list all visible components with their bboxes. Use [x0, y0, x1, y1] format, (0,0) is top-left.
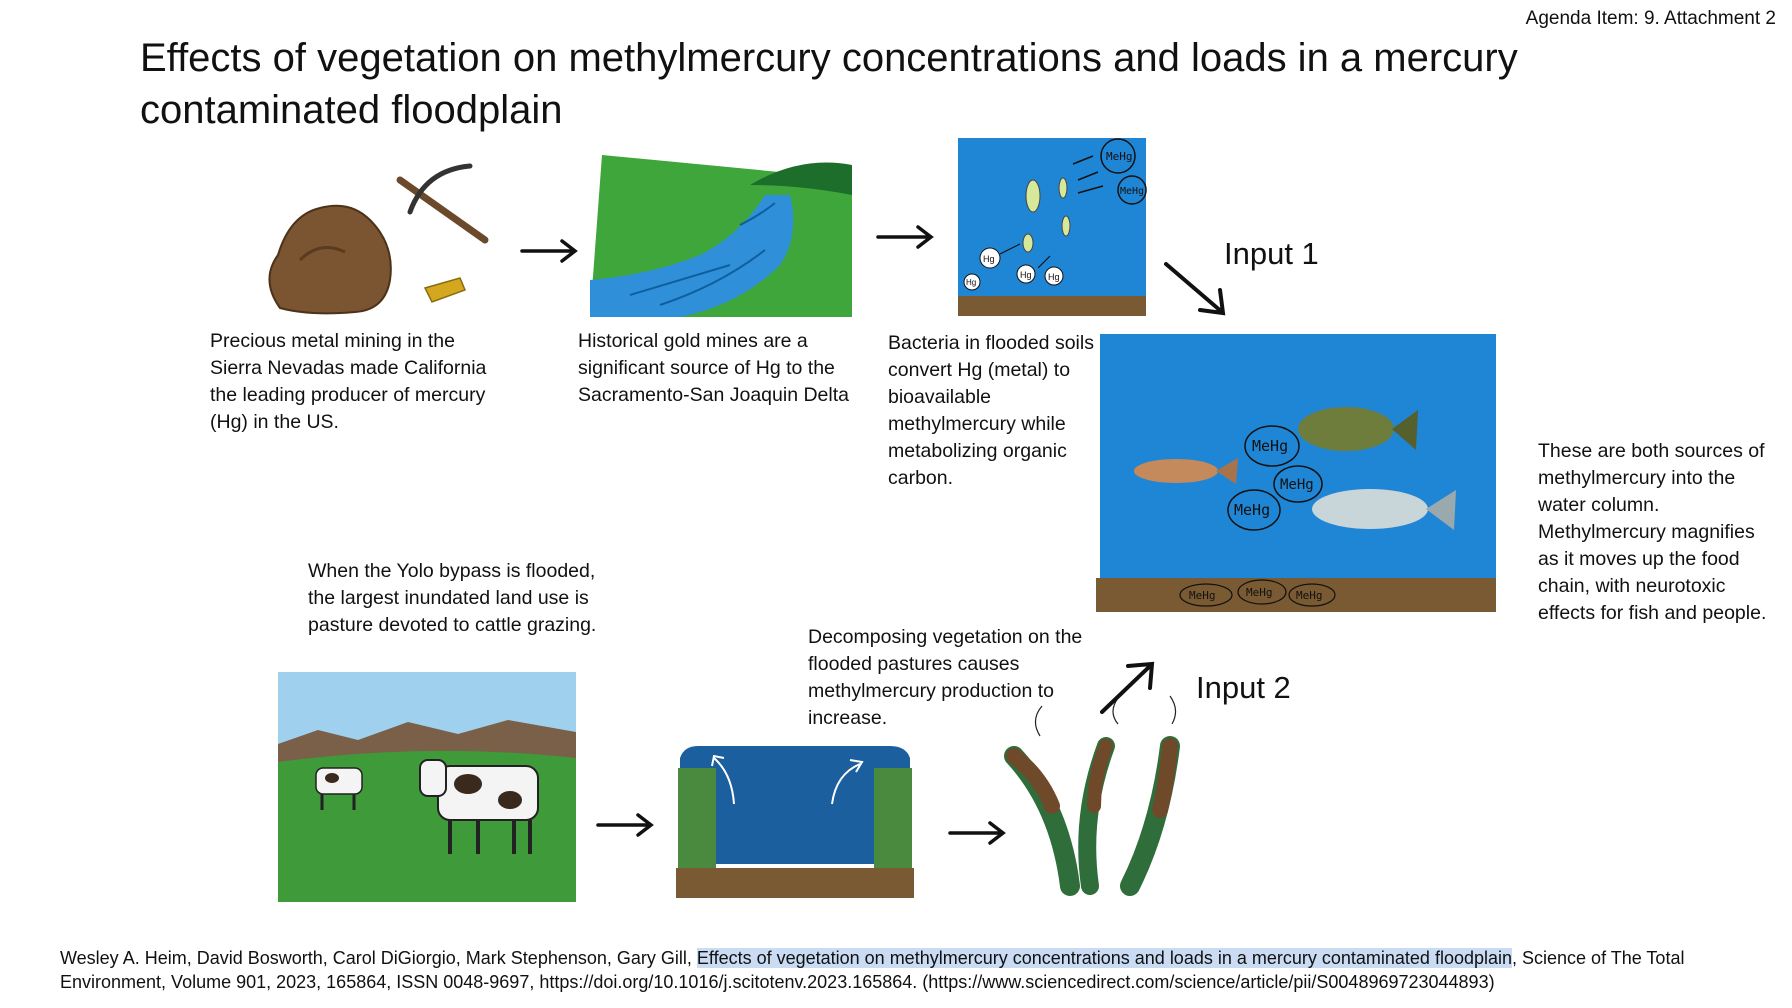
mehg-label: MeHg [1280, 477, 1314, 493]
hg-label: Hg [1020, 270, 1032, 280]
decomposing-vegetation-illustration [1004, 695, 1180, 896]
mehg-label: MeHg [1296, 589, 1323, 602]
citation-authors: Wesley A. Heim, David Bosworth, Carol Di… [60, 948, 697, 968]
arrow-right-icon [520, 239, 578, 263]
citation-title: Effects of vegetation on methylmercury c… [696, 948, 1513, 968]
gold-bar [423, 277, 466, 303]
caption-decomposing: Decomposing vegetation on the flooded pa… [808, 626, 1083, 729]
caption-sources: These are both sources of methylmercury … [1538, 440, 1767, 624]
arrow-right-icon [948, 821, 1006, 845]
hg-label: Hg [983, 254, 995, 264]
hg-label: Hg [966, 278, 976, 287]
mehg-label: MeHg [1246, 586, 1273, 599]
bacterium [1025, 179, 1041, 213]
input-2-label: Input 2 [1196, 670, 1291, 705]
flooded-pasture-illustration [676, 746, 914, 898]
arrow-right-icon [596, 813, 654, 837]
pickaxe-head [407, 163, 473, 215]
caption-bacteria: Bacteria in flooded soils convert Hg (me… [888, 332, 1094, 489]
salmon [1312, 489, 1456, 530]
mehg-label: MeHg [1252, 437, 1288, 455]
cattle-pasture-illustration [278, 672, 576, 902]
arrow-right-icon [876, 225, 934, 249]
hg-label: Hg [1048, 272, 1060, 282]
pickaxe-handle [396, 176, 489, 244]
cow [315, 767, 363, 810]
caption-mines: Historical gold mines are a significant … [578, 330, 849, 406]
fish-tank-illustration: MeHg MeHg MeHg MeHg MeHg MeHg [1096, 334, 1496, 612]
bass [1298, 407, 1418, 451]
mehg-label: MeHg [1120, 186, 1144, 197]
river-landscape-illustration [590, 155, 852, 317]
mehg-label: MeHg [1106, 150, 1133, 163]
bacterium [1022, 233, 1034, 253]
caption-mining: Precious metal mining in the Sierra Neva… [210, 330, 487, 433]
mehg-label: MeHg [1189, 589, 1216, 602]
caption-yolo: When the Yolo bypass is flooded, the lar… [308, 560, 597, 636]
mining-illustration [268, 163, 489, 315]
agenda-label: Agenda Item: 9. Attachment 2 [1525, 8, 1776, 29]
trout [1134, 458, 1238, 484]
mehg-label: MeHg [1234, 501, 1270, 519]
citation-details: , Science of The Total Environment, Volu… [60, 948, 1685, 992]
page-title: Effects of vegetation on methylmercury c… [140, 36, 1518, 132]
citation: Wesley A. Heim, David Bosworth, Carol Di… [60, 946, 1740, 994]
bacterium [1061, 215, 1071, 237]
input-1-label: Input 1 [1224, 236, 1319, 271]
arrow-down-right-icon [1164, 262, 1226, 316]
river [590, 195, 794, 317]
ore-rock [268, 204, 392, 315]
cow [419, 759, 539, 854]
arrow-up-right-icon [1100, 661, 1155, 714]
bacterium [1058, 177, 1068, 199]
bacteria-tank-illustration: MeHg MeHg Hg Hg Hg Hg [958, 138, 1147, 316]
